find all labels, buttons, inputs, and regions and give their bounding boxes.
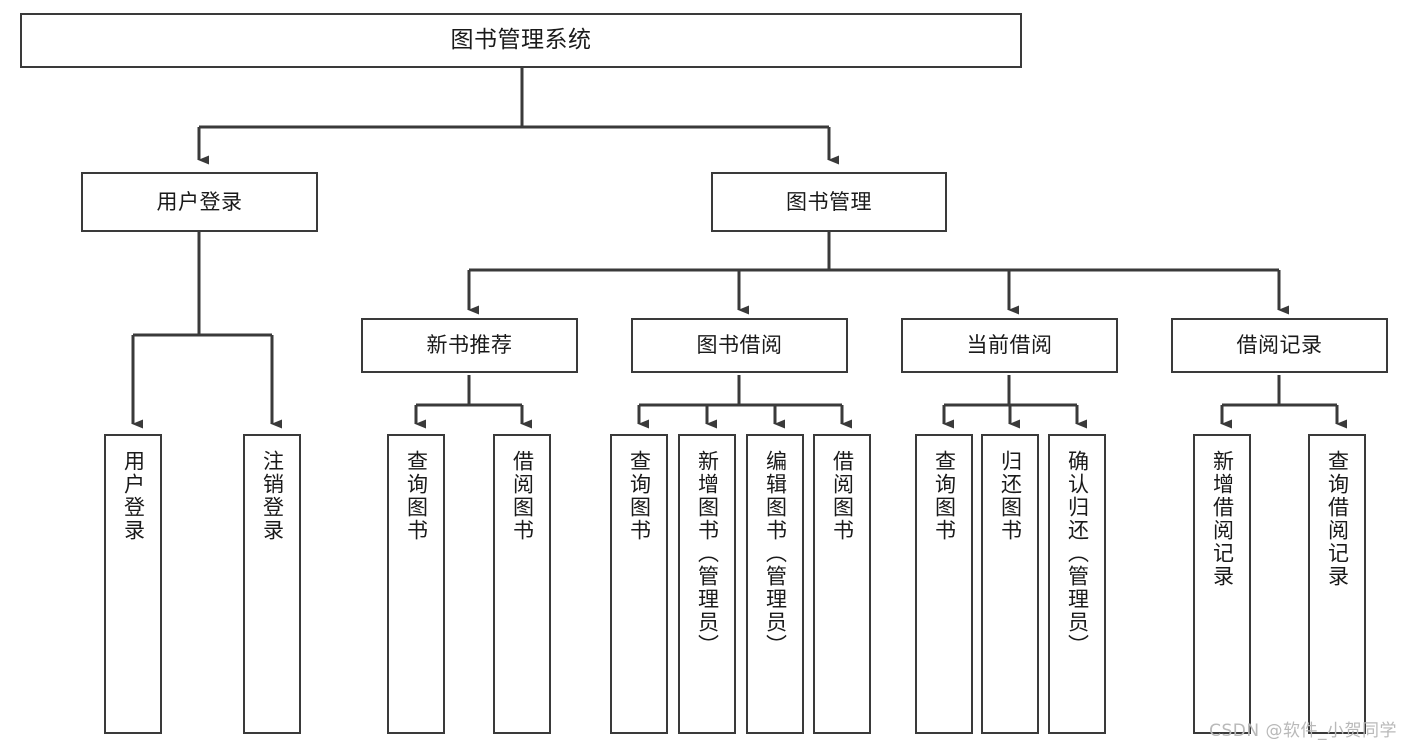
node-label: 查询借阅记录 — [1325, 450, 1350, 588]
node-label: 借阅图书 — [510, 450, 535, 542]
leaf-current-borrow-return[interactable]: 归还图书 — [981, 434, 1039, 734]
csdn-watermark: CSDN @软件_小贺同学 — [1209, 721, 1397, 741]
node-label: 查询图书 — [932, 450, 957, 542]
node-label: 图书管理系统 — [450, 27, 592, 54]
leaf-user-login-login[interactable]: 用户登录 — [104, 434, 162, 734]
node-book-borrow[interactable]: 图书借阅 — [631, 318, 848, 373]
node-label: 图书借阅 — [696, 333, 783, 358]
leaf-user-login-logout[interactable]: 注销登录 — [243, 434, 301, 734]
node-label: 确认归还（管理员） — [1065, 450, 1090, 657]
leaf-new-book-borrow[interactable]: 借阅图书 — [493, 434, 551, 734]
node-label: 用户登录 — [121, 450, 146, 542]
node-current-borrow[interactable]: 当前借阅 — [901, 318, 1118, 373]
node-label: 查询图书 — [404, 450, 429, 542]
node-label: 归还图书 — [998, 450, 1023, 542]
node-label: 当前借阅 — [966, 333, 1053, 358]
leaf-book-borrow-add[interactable]: 新增图书（管理员） — [678, 434, 736, 734]
node-label: 注销登录 — [260, 450, 285, 542]
node-label: 新书推荐 — [426, 333, 513, 358]
leaf-book-borrow-edit[interactable]: 编辑图书（管理员） — [746, 434, 804, 734]
node-label: 查询图书 — [627, 450, 652, 542]
node-user-login[interactable]: 用户登录 — [81, 172, 318, 232]
node-borrow-record[interactable]: 借阅记录 — [1171, 318, 1388, 373]
leaf-book-borrow-borrow[interactable]: 借阅图书 — [813, 434, 871, 734]
leaf-new-book-query[interactable]: 查询图书 — [387, 434, 445, 734]
node-label: 图书管理 — [786, 189, 872, 214]
leaf-current-borrow-confirm-return[interactable]: 确认归还（管理员） — [1048, 434, 1106, 734]
node-label: 用户登录 — [156, 189, 243, 214]
node-label: 借阅图书 — [830, 450, 855, 542]
leaf-current-borrow-query[interactable]: 查询图书 — [915, 434, 973, 734]
leaf-borrow-record-query[interactable]: 查询借阅记录 — [1308, 434, 1366, 734]
node-label: 编辑图书（管理员） — [763, 450, 788, 657]
node-label: 新增图书（管理员） — [695, 450, 720, 657]
node-book-management[interactable]: 图书管理 — [711, 172, 947, 232]
node-root-system[interactable]: 图书管理系统 — [20, 13, 1022, 68]
node-label: 借阅记录 — [1236, 333, 1323, 358]
node-new-book-recommend[interactable]: 新书推荐 — [361, 318, 578, 373]
node-label: 新增借阅记录 — [1210, 450, 1235, 588]
leaf-book-borrow-query[interactable]: 查询图书 — [610, 434, 668, 734]
leaf-borrow-record-add[interactable]: 新增借阅记录 — [1193, 434, 1251, 734]
